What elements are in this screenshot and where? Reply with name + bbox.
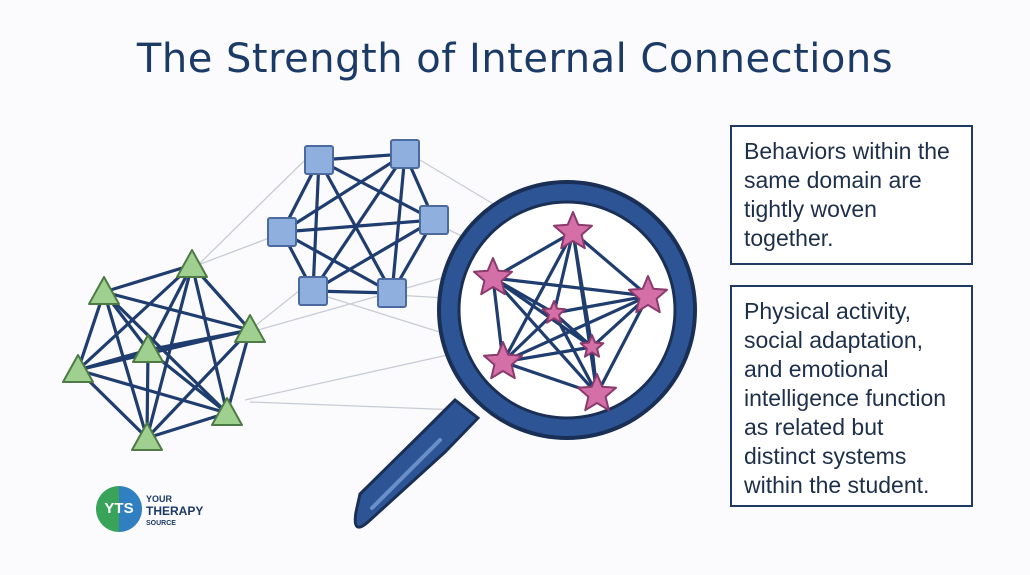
triangle-node-icon bbox=[62, 354, 94, 383]
square-cluster bbox=[267, 139, 449, 308]
logo-line-2: THERAPY bbox=[146, 504, 204, 518]
triangle-node-icon bbox=[234, 314, 266, 343]
star-cluster bbox=[473, 211, 668, 412]
connection-line bbox=[552, 230, 575, 315]
connection-line bbox=[76, 263, 194, 372]
star-cluster-links bbox=[491, 230, 650, 396]
star-node-icon bbox=[483, 341, 523, 380]
triangle-node-icon bbox=[211, 397, 243, 426]
connection-line bbox=[102, 263, 194, 294]
connection-line bbox=[571, 230, 650, 298]
connection-line bbox=[280, 218, 436, 234]
magnifying-glass-icon bbox=[353, 180, 697, 529]
logo-line-3: SOURCE bbox=[146, 520, 176, 527]
connection-line bbox=[311, 218, 436, 293]
connection-line bbox=[146, 263, 194, 352]
connection-line bbox=[145, 411, 229, 440]
connection-line bbox=[501, 311, 556, 364]
logo-mark: YTS bbox=[96, 486, 142, 532]
square-node-icon bbox=[267, 217, 297, 247]
star-node-icon bbox=[577, 373, 617, 412]
star-node-icon bbox=[628, 275, 668, 314]
star-node-icon bbox=[553, 211, 593, 250]
connection-line bbox=[491, 230, 575, 280]
connection-line bbox=[145, 263, 194, 440]
connection-line bbox=[76, 368, 229, 415]
triangle-node-icon bbox=[131, 422, 163, 451]
connection-line bbox=[501, 230, 575, 364]
triangle-cluster-links bbox=[76, 263, 252, 440]
square-node-icon bbox=[377, 278, 407, 308]
connection-line bbox=[225, 328, 252, 415]
connection-line bbox=[102, 290, 229, 415]
connection-line bbox=[311, 158, 321, 293]
connection-line bbox=[595, 294, 650, 396]
connection-line bbox=[76, 348, 150, 372]
info-box-systems: Physical activity, social adaptation, an… bbox=[730, 285, 973, 507]
connection-line bbox=[552, 294, 650, 315]
logo-wordmark: YOUR THERAPY SOURCE bbox=[146, 494, 203, 529]
triangle-node-icon bbox=[88, 276, 120, 305]
square-node-icon bbox=[304, 145, 334, 175]
square-node-icon bbox=[390, 139, 420, 169]
star-node-icon bbox=[579, 334, 605, 358]
connection-line bbox=[280, 230, 394, 295]
square-node-icon bbox=[419, 205, 449, 235]
connection-line bbox=[311, 152, 407, 293]
square-cluster-links bbox=[280, 152, 436, 295]
yts-logo: YTS YOUR THERAPY SOURCE bbox=[96, 486, 226, 534]
square-node-icon bbox=[298, 276, 328, 306]
connection-line bbox=[145, 328, 252, 440]
connection-line bbox=[146, 328, 252, 352]
connection-line bbox=[491, 276, 650, 298]
connection-line bbox=[102, 290, 149, 440]
page-title: The Strength of Internal Connections bbox=[136, 36, 894, 82]
connection-line bbox=[491, 276, 599, 396]
triangle-node-icon bbox=[176, 249, 208, 278]
triangle-node-icon bbox=[132, 334, 164, 363]
triangle-cluster bbox=[62, 249, 266, 451]
connection-line bbox=[491, 276, 594, 349]
connection-line bbox=[501, 294, 650, 364]
info-box-domain: Behaviors within the same domain are tig… bbox=[730, 125, 973, 265]
logo-line-1: YOUR bbox=[146, 494, 173, 504]
connection-line bbox=[317, 158, 436, 222]
star-node-icon bbox=[473, 257, 513, 296]
connection-line bbox=[102, 290, 252, 332]
star-node-icon bbox=[541, 300, 567, 324]
connection-line bbox=[280, 152, 407, 234]
